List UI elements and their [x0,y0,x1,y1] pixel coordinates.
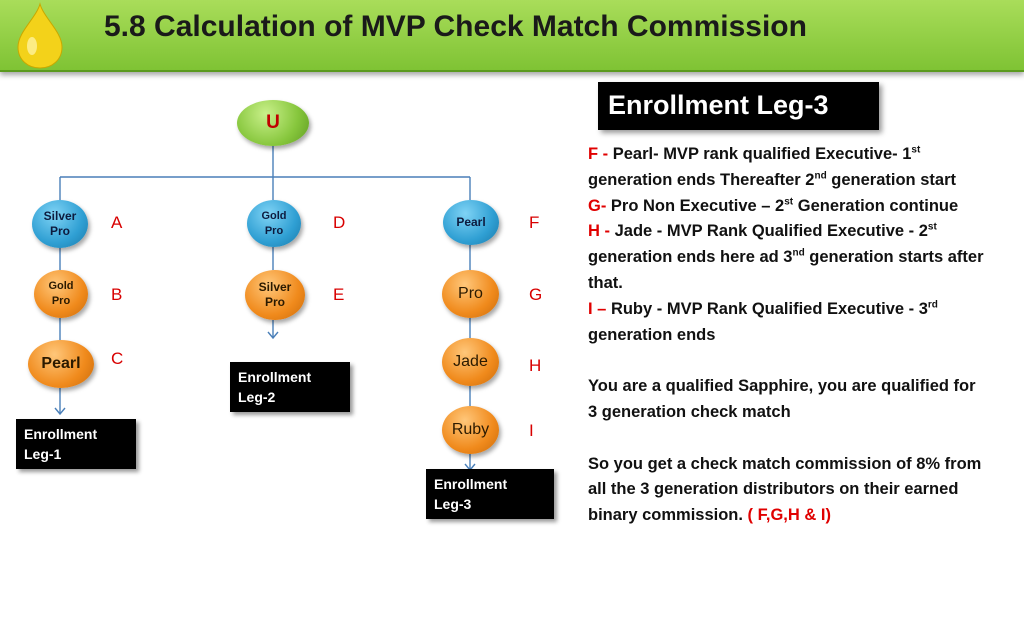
desc-f-a: Pearl- MVP rank qualified Executive- 1 [612,145,912,163]
desc-h-sup2: nd [792,247,805,259]
enrollment-leg-1-box: Enrollment Leg-1 [16,419,136,469]
node-ruby-i: Ruby [442,406,499,454]
enrollment-leg-1-line1: Enrollment [24,426,98,442]
desc-h: H - Jade - MVP Rank Qualified Executive … [588,219,988,296]
desc-commission: So you get a check match commission of 8… [588,452,988,529]
enrollment-leg-3-line2: Leg-3 [434,496,472,512]
description-text: F - Pearl- MVP rank qualified Executive-… [588,142,988,529]
desc-f-b: generation ends Thereafter 2 [588,170,815,189]
label-h: H [529,356,542,375]
desc-f-c: generation start [826,170,956,189]
desc-h-prefix: H - [588,222,615,241]
node-silver-pro-e: Silver Pro [245,270,305,320]
node-jade-h: Jade [442,338,499,386]
label-f: F [529,213,540,232]
desc-qualification: You are a qualified Sapphire, you are qu… [588,377,976,421]
enrollment-leg-2-line1: Enrollment [238,369,312,385]
label-a: A [111,213,123,232]
desc-i: I – Ruby - MVP Rank Qualified Executive … [588,297,988,349]
desc-g-sup: st [784,196,794,208]
enrollment-leg-3-box: Enrollment Leg-3 [426,469,554,519]
desc-i-sup: rd [927,299,938,311]
desc-g-b: Generation continue [793,196,959,215]
desc-f-sup1: st [911,144,921,156]
label-g: G [529,285,543,304]
node-gold-pro-d: Gold Pro [247,200,301,247]
desc-h-sup1: st [927,221,937,233]
desc-i-a: Ruby - MVP Rank Qualified Executive - 3 [610,299,928,318]
node-pearl-f: Pearl [443,200,499,245]
desc-g-a: Pro Non Executive – 2 [610,196,785,215]
node-silver-pro-a: Silver Pro [32,200,88,248]
label-d: D [333,213,346,232]
desc-commission-text: So you get a check match commission of 8… [588,454,982,525]
enrollment-leg-3-line1: Enrollment [434,476,508,492]
desc-i-prefix: I – [588,299,611,318]
label-c: C [111,349,124,368]
desc-f: F - Pearl- MVP rank qualified Executive-… [588,142,988,194]
desc-f-prefix: F - [588,145,613,163]
desc-i-b: generation ends [588,325,716,344]
desc-f-sup2: nd [814,170,827,182]
desc-g-prefix: G- [588,196,611,215]
page-title: 5.8 Calculation of MVP Check Match Commi… [104,10,807,43]
node-u: U [237,100,309,146]
desc-commission-highlight: ( F,G,H & I) [747,506,831,525]
desc-h-a: Jade - MVP Rank Qualified Executive - 2 [614,222,928,241]
enrollment-leg-2-box: Enrollment Leg-2 [230,362,350,412]
label-b: B [111,285,123,304]
desc-h-c: generation starts after that. [588,248,984,292]
enrollment-leg-1-line2: Leg-1 [24,446,62,462]
title-banner: 5.8 Calculation of MVP Check Match Commi… [0,0,1024,72]
label-e: E [333,285,345,304]
enrollment-leg-3-heading: Enrollment Leg-3 [598,82,879,130]
desc-g: G- Pro Non Executive – 2st Generation co… [588,194,988,220]
desc-h-b: generation ends here ad 3 [588,248,793,267]
node-pearl-c: Pearl [28,340,94,388]
oil-drop-icon [17,2,63,69]
node-pro-g: Pro [442,270,499,318]
enrollment-leg-2-line2: Leg-2 [238,389,276,405]
node-gold-pro-b: Gold Pro [34,270,88,318]
label-i: I [529,421,534,440]
